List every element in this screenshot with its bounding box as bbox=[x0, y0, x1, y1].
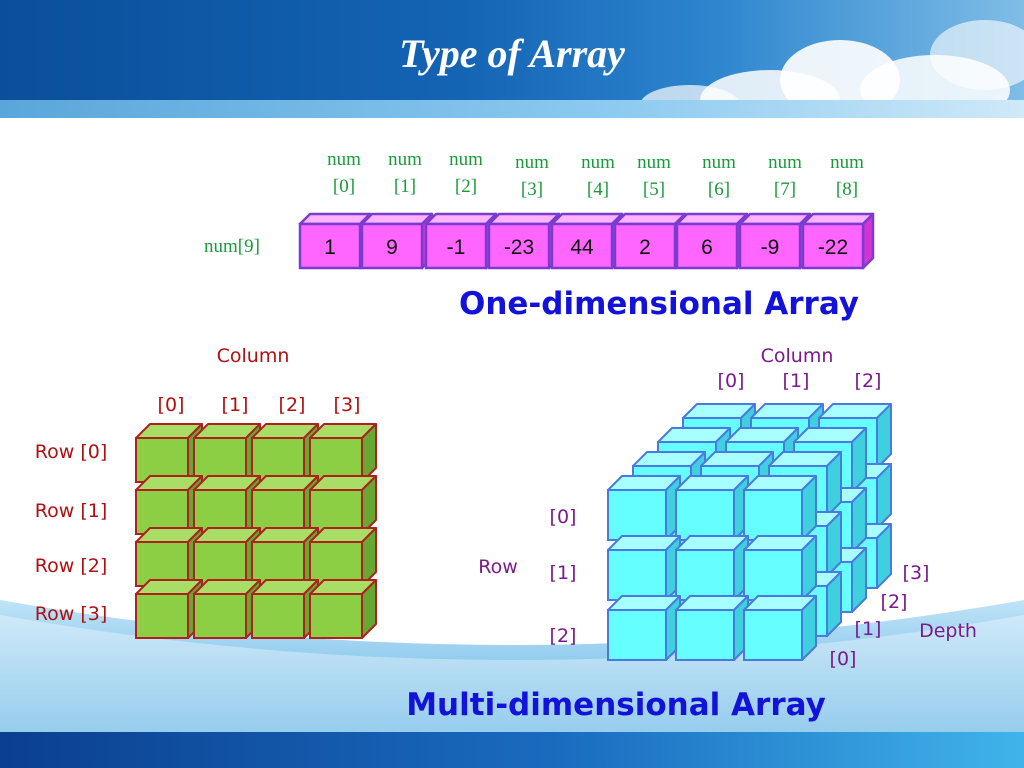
three-dim-cell bbox=[743, 535, 817, 601]
one-dim-index: [3] bbox=[521, 179, 543, 200]
multi-dim-caption: Multi-dimensional Array bbox=[406, 687, 826, 723]
two-dim-cell bbox=[135, 527, 203, 587]
two-dim-row-label: Row [0] bbox=[35, 441, 107, 463]
one-dim-index-prefix: num bbox=[581, 152, 615, 173]
three-dim-column-index: [0] bbox=[718, 370, 745, 392]
two-dim-cell bbox=[309, 423, 377, 483]
one-dim-index: [0] bbox=[333, 176, 355, 197]
two-dim-array bbox=[135, 423, 377, 639]
one-dim-cell-value: -9 bbox=[761, 236, 780, 259]
two-dim-column-index: [1] bbox=[222, 394, 249, 416]
two-dim-column-index: [3] bbox=[334, 394, 361, 416]
one-dim-cell-value: 9 bbox=[386, 236, 398, 259]
one-dim-index-prefix: num bbox=[830, 152, 864, 173]
three-dim-depth-indices: [3] [2] [1] [0] bbox=[830, 562, 930, 670]
three-dim-column-label: Column bbox=[761, 345, 834, 367]
one-dim-cell-value: 2 bbox=[639, 236, 651, 259]
one-dim-array: 1 num [0] 9 num [1] -1 num [2] -23 num [3] 44 num [4] 2… bbox=[298, 149, 875, 270]
one-dim-cell-value: -22 bbox=[818, 236, 848, 259]
three-dim-cell bbox=[675, 595, 749, 661]
two-dim-cell bbox=[251, 423, 319, 483]
two-dim-row-label: Row [3] bbox=[35, 603, 107, 625]
one-dim-index-prefix: num bbox=[637, 152, 671, 173]
two-dim-cell bbox=[251, 475, 319, 535]
two-dim-cell bbox=[309, 475, 377, 535]
one-dim-index-prefix: num bbox=[327, 149, 361, 170]
three-dim-row-indices: [0] [1] [2] bbox=[550, 506, 577, 647]
three-dim-cell bbox=[675, 475, 749, 541]
two-dim-cell bbox=[193, 423, 261, 483]
two-dim-cell bbox=[135, 423, 203, 483]
three-dim-cell bbox=[607, 535, 681, 601]
three-dim-array bbox=[607, 403, 892, 661]
one-dim-cell bbox=[613, 212, 687, 270]
three-dim-column-indices: [0] [1] [2] bbox=[718, 370, 882, 392]
slide-title: Type of Array bbox=[399, 31, 625, 76]
one-dim-index: [6] bbox=[708, 179, 730, 200]
two-dim-row-labels: Row [0] Row [1] Row [2] Row [3] bbox=[35, 441, 107, 625]
two-dim-cell bbox=[193, 475, 261, 535]
two-dim-cell bbox=[135, 475, 203, 535]
one-dim-index-prefix: num bbox=[702, 152, 736, 173]
one-dim-caption: One-dimensional Array bbox=[459, 286, 859, 322]
two-dim-cell bbox=[135, 579, 203, 639]
one-dim-index: [1] bbox=[394, 176, 416, 197]
two-dim-column-index: [0] bbox=[158, 394, 185, 416]
three-dim-depth-label: Depth bbox=[919, 620, 977, 642]
two-dim-cell bbox=[193, 527, 261, 587]
three-dim-cell bbox=[607, 475, 681, 541]
two-dim-cell bbox=[309, 527, 377, 587]
one-dim-index-prefix: num bbox=[515, 152, 549, 173]
three-dim-cell bbox=[743, 475, 817, 541]
footer-bar bbox=[0, 732, 1024, 768]
one-dim-index: [5] bbox=[643, 179, 665, 200]
three-dim-depth-index: [3] bbox=[903, 562, 930, 584]
one-dim-cell-value: 1 bbox=[324, 236, 336, 259]
three-dim-depth-index: [2] bbox=[881, 591, 908, 613]
one-dim-cell bbox=[801, 212, 875, 270]
one-dim-index-prefix: num bbox=[768, 152, 802, 173]
one-dim-array-label: num[9] bbox=[204, 236, 260, 257]
two-dim-column-indices: [0] [1] [2] [3] bbox=[158, 394, 361, 416]
three-dim-depth-index: [1] bbox=[855, 618, 882, 640]
one-dim-index-prefix: num bbox=[388, 149, 422, 170]
three-dim-cell bbox=[743, 595, 817, 661]
two-dim-cell bbox=[193, 579, 261, 639]
three-dim-row-index: [2] bbox=[550, 625, 577, 647]
one-dim-index: [7] bbox=[774, 179, 796, 200]
bottom-sky-decoration bbox=[0, 540, 1024, 732]
three-dim-row-label: Row bbox=[478, 556, 518, 578]
two-dim-column-index: [2] bbox=[279, 394, 306, 416]
three-dim-column-index: [1] bbox=[783, 370, 810, 392]
three-dim-depth-index: [0] bbox=[830, 648, 857, 670]
two-dim-cell bbox=[251, 527, 319, 587]
two-dim-cell bbox=[309, 579, 377, 639]
two-dim-row-label: Row [1] bbox=[35, 500, 107, 522]
three-dim-cell bbox=[675, 535, 749, 601]
one-dim-index: [2] bbox=[455, 176, 477, 197]
one-dim-cell-value: 44 bbox=[570, 236, 594, 259]
two-dim-row-label: Row [2] bbox=[35, 555, 107, 577]
one-dim-cell-value: -1 bbox=[447, 236, 466, 259]
header-band bbox=[0, 100, 1024, 118]
one-dim-cell-value: -23 bbox=[504, 236, 534, 259]
three-dim-column-index: [2] bbox=[855, 370, 882, 392]
one-dim-index: [4] bbox=[587, 179, 609, 200]
three-dim-row-index: [0] bbox=[550, 506, 577, 528]
three-dim-row-index: [1] bbox=[550, 562, 577, 584]
one-dim-index-prefix: num bbox=[449, 149, 483, 170]
header-banner: Type of Array bbox=[0, 0, 1024, 118]
two-dim-column-label: Column bbox=[217, 345, 290, 367]
one-dim-cell-value: 6 bbox=[701, 236, 713, 259]
one-dim-index: [8] bbox=[836, 179, 858, 200]
three-dim-cell bbox=[607, 595, 681, 661]
two-dim-cell bbox=[251, 579, 319, 639]
